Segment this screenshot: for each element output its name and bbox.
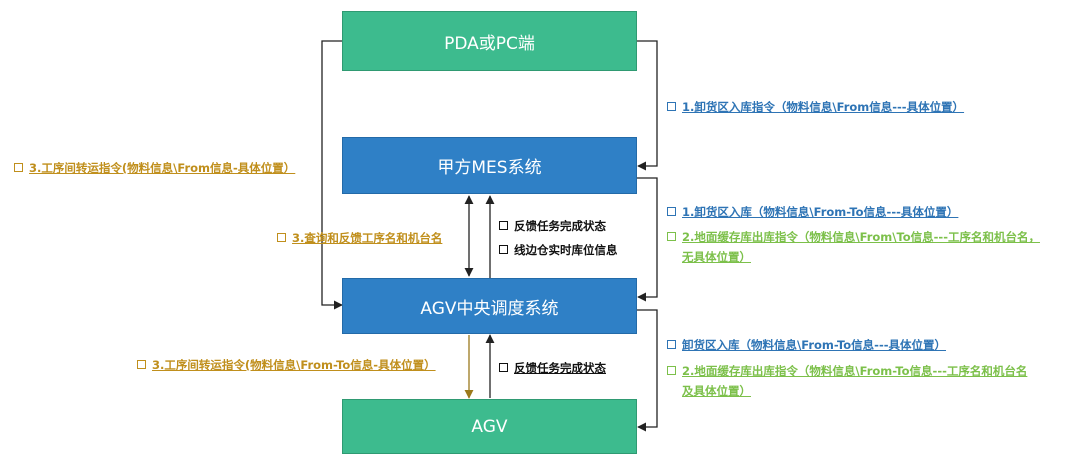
- checkbox-square-icon: [667, 366, 676, 375]
- mes-to-sched-label-1: 1.卸货区入库（物料信息\From-To信息---具体位置）: [667, 204, 958, 220]
- checkbox-square-icon: [14, 163, 23, 172]
- agv-feedback-status-label: 反馈任务完成状态: [499, 360, 606, 376]
- mes-to-scheduler-line: [637, 177, 658, 302]
- mes-to-sched-label-2: 2.地面缓存库出库指令（物料信息\From\To信息---工序名和机台名， 无具…: [667, 227, 1040, 267]
- agv-box: AGV: [342, 399, 637, 454]
- sched-to-agv-label-1: 卸货区入库（物料信息\From-To信息---具体位置）: [667, 337, 946, 353]
- sched-transfer-cmd-label: 3.工序间转运指令(物料信息\From-To信息-具体位置）: [137, 357, 436, 373]
- mes-system-label: 甲方MES系统: [437, 158, 542, 178]
- checkbox-square-icon: [499, 245, 508, 254]
- pda-to-mes-line: [637, 40, 658, 171]
- agv-scheduler-box: AGV中央调度系统: [342, 278, 637, 334]
- agv-label: AGV: [471, 416, 508, 437]
- feedback-status-label: 反馈任务完成状态: [499, 218, 606, 234]
- pda-to-scheduler-line: [321, 40, 343, 310]
- checkbox-square-icon: [667, 232, 676, 241]
- checkbox-square-icon: [667, 207, 676, 216]
- checkbox-square-icon: [667, 102, 676, 111]
- pda-pc-box: PDA或PC端: [342, 11, 637, 71]
- pda-to-mes-label: 1.卸货区入库指令（物料信息\From信息---具体位置）: [667, 99, 964, 115]
- checkbox-square-icon: [499, 363, 508, 372]
- checkbox-square-icon: [277, 233, 286, 242]
- checkbox-square-icon: [667, 340, 676, 349]
- mes-system-box: 甲方MES系统: [342, 137, 637, 194]
- sched-to-agv-label-2: 2.地面缓存库出库指令（物料信息\From-To信息---工序名和机台名 及具体…: [667, 361, 1027, 401]
- left-transfer-cmd-label: 3.工序间转运指令(物料信息\From信息-具体位置）: [14, 160, 295, 176]
- query-feedback-label: 3.查询和反馈工序名和机台名: [277, 230, 442, 246]
- edge-stock-label: 线边仓实时库位信息: [499, 242, 618, 258]
- pda-pc-label: PDA或PC端: [444, 33, 535, 54]
- checkbox-square-icon: [137, 360, 146, 369]
- agv-scheduler-label: AGV中央调度系统: [420, 298, 559, 319]
- checkbox-square-icon: [499, 221, 508, 230]
- scheduler-to-agv-line: [637, 309, 658, 432]
